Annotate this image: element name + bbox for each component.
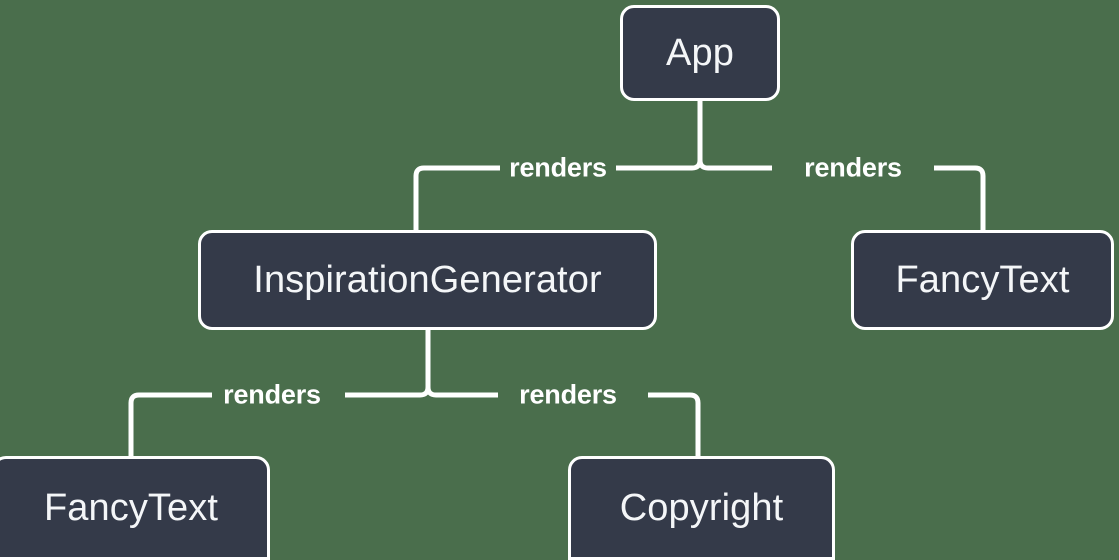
node-fancytext-bottom[interactable]: FancyText [0,456,270,560]
edge-label-inspirationgenerator-to-copyright: renders [519,379,617,410]
edge-label-inspirationgenerator-to-fancytext-bottom: renders [223,379,321,410]
node-copyright-label: Copyright [619,487,784,529]
node-inspirationgenerator-label: InspirationGenerator [253,259,602,301]
node-app-label: App [666,32,734,74]
edge-label-app-to-inspirationgenerator: renders [509,152,607,183]
edge-app-to-inspirationgenerator-tail [413,165,500,231]
edge-app-to-inspirationgenerator [616,159,703,171]
node-fancytext-right-label: FancyText [895,259,1070,301]
node-inspirationgenerator[interactable]: InspirationGenerator [198,230,657,330]
node-fancytext-bottom-label: FancyText [43,487,219,529]
node-copyright[interactable]: Copyright [568,456,835,560]
node-app[interactable]: App [620,5,780,101]
edge-app-to-fancytext-right [697,159,772,171]
edge-app-to-fancytext-right-tail [934,165,986,231]
edge-inspirationgenerator-to-fancytext-bottom-tail [128,392,212,457]
edge-inspirationgenerator-to-copyright-tail [648,392,701,457]
edge-inspirationgenerator-to-copyright [425,386,498,398]
node-fancytext-right[interactable]: FancyText [851,230,1114,330]
edge-label-app-to-fancytext-right: renders [804,152,902,183]
edge-inspirationgenerator-to-fancytext-bottom [345,386,431,398]
